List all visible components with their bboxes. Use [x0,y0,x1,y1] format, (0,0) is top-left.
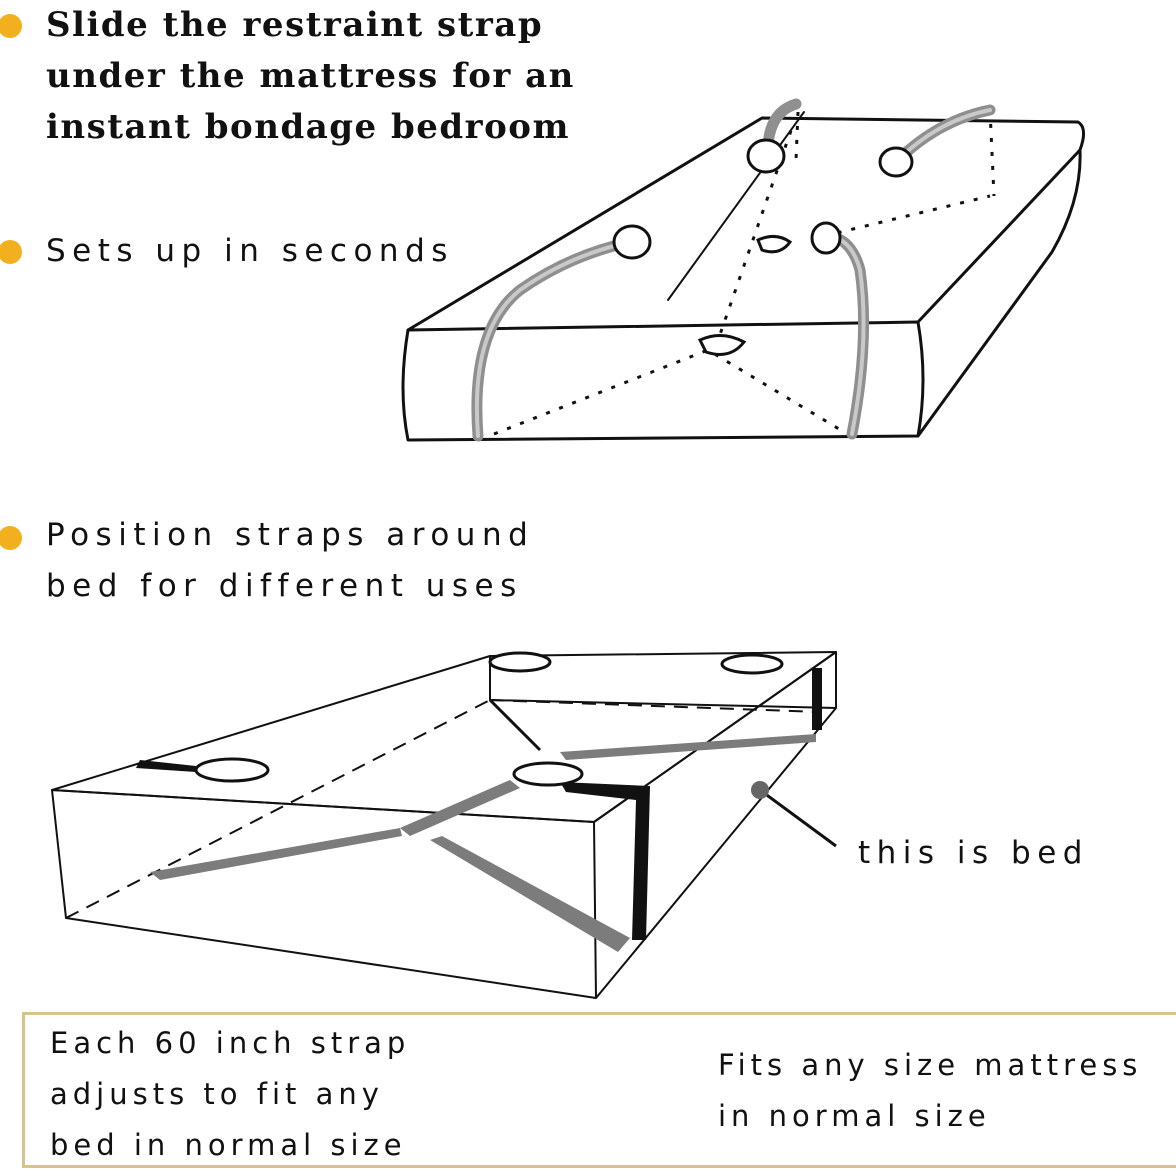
info-box-right-text: Fits any size mattress in normal size [718,1040,1142,1142]
anchor-icon [697,334,747,356]
cuff-icon [746,138,786,174]
hidden-strap-line-4 [988,109,996,197]
feature-2-text: Sets up in seconds [46,226,454,277]
callout-pointer-line [759,788,837,848]
feature-3-text: Position straps around bed for different… [46,510,534,612]
cuff-icon [612,224,652,260]
info-right-line-2: in normal size [718,1099,991,1133]
bed-cuff-icon [488,651,552,673]
info-left-line-1: Each 60 inch strap [50,1026,411,1060]
bed-right-face [593,651,837,999]
feature-1-line-3: instant bondage bedroom [46,107,570,147]
feature-3-line-2: bed for different uses [46,568,523,604]
cuff-icon [810,221,842,255]
callout-pointer-dot-icon [751,781,769,799]
bed-strap-back [560,734,816,760]
bed-strap-corner-front [560,782,650,940]
bed-strap-diagonal-1 [430,836,630,952]
info-left-line-3: bed in normal size [50,1128,407,1162]
info-left-line-2: adjusts to fit any [50,1077,384,1111]
feature-3-line-1: Position straps around [46,517,535,553]
bed-strap-diagonal-2 [150,828,402,880]
bed-cuff-icon [720,653,784,675]
hidden-edge-2 [489,699,821,713]
info-box-left-text: Each 60 inch strap adjusts to fit any be… [50,1018,410,1171]
info-box [22,1012,1176,1168]
bed-strap-corner-back [812,668,822,730]
bed-strap-diagonal-3 [400,780,520,836]
feature-1-bullet-icon [0,14,22,38]
anchor-icon [756,235,793,254]
hidden-strap-line-3 [823,194,991,238]
feature-3-bullet-icon [0,526,22,550]
callout-label: this is bed [858,835,1089,871]
mattress-right-face [916,148,1082,438]
feature-1-line-2: under the mattress for an [46,56,575,96]
cuff-icon [878,146,914,178]
feature-1-line-1: Slide the restraint strap [46,5,544,45]
info-right-line-1: Fits any size mattress [718,1048,1143,1082]
bed-strap-left [136,760,196,772]
feature-2-bullet-icon [0,240,22,264]
bed-cuff-icon [512,761,584,787]
feature-2-line-1: Sets up in seconds [46,233,454,269]
bed-cuff-icon [194,757,270,783]
bed-front-face [51,789,597,999]
hidden-edge-1 [65,699,491,919]
feature-1-text: Slide the restraint strap under the matt… [46,0,575,153]
